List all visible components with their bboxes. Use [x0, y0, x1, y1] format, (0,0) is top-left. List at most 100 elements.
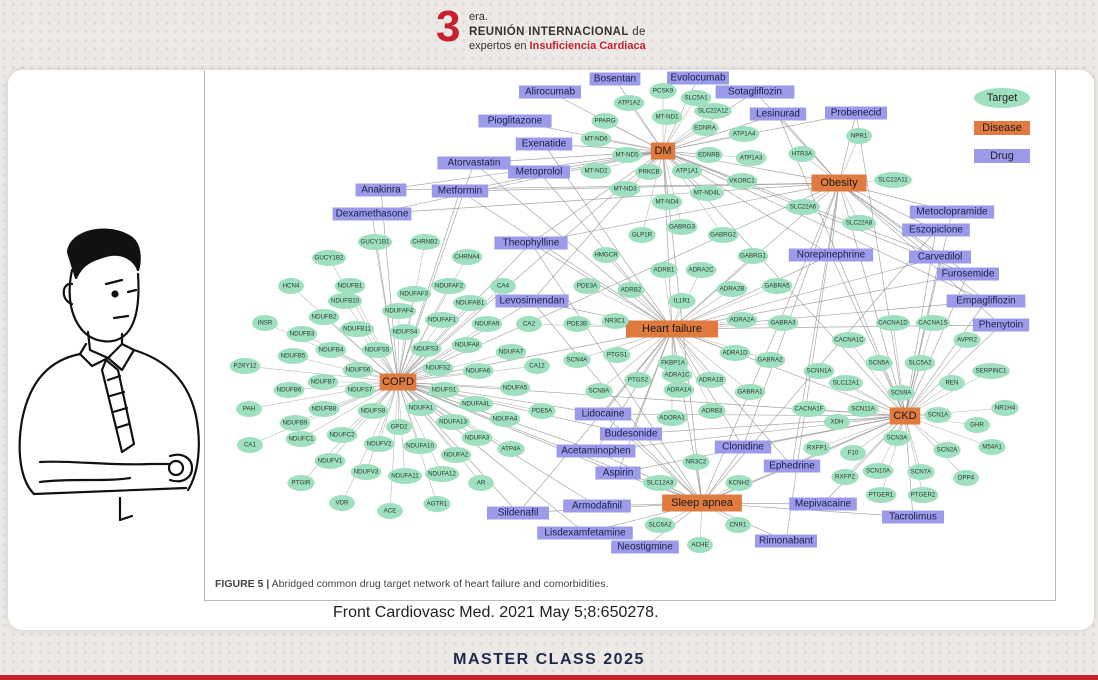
drug-node: Sotagliflozin — [715, 85, 795, 99]
drug-node-shape — [519, 85, 581, 99]
target-node: SLC12A1 — [828, 375, 864, 391]
target-node-label: NDUFB9 — [283, 420, 308, 427]
target-node-shape — [311, 250, 347, 266]
target-node: SLC22A12 — [694, 103, 732, 119]
legend-drug-swatch — [974, 149, 1030, 163]
drug-node-shape — [355, 183, 407, 197]
target-node: HTR3A — [788, 146, 816, 162]
target-node-shape — [490, 278, 516, 294]
drug-node: Clonidine — [714, 440, 772, 454]
target-node-shape — [592, 247, 620, 263]
target-node: NDUFB5 — [277, 348, 309, 364]
target-node-label: NDUFAF2 — [435, 283, 464, 290]
target-node-label: MT-ND4 — [655, 199, 679, 206]
target-node: SCN4A — [563, 352, 591, 368]
target-node: VKORC1 — [726, 173, 758, 189]
footer-accent-bar — [0, 675, 1098, 680]
target-node: NDUFC2 — [326, 427, 358, 443]
target-node: M54A1 — [978, 439, 1006, 455]
target-node-shape — [656, 410, 688, 426]
target-node-label: VDR — [335, 500, 349, 507]
drug-node-shape — [332, 207, 412, 221]
target-node-label: NDUFS1 — [432, 387, 457, 394]
target-node-label: NDUFB8 — [312, 406, 337, 413]
target-node: NDUFA6 — [462, 363, 494, 379]
network-edge — [473, 162, 673, 330]
target-node-label: ADRA1C — [664, 372, 690, 379]
target-node-label: SCN1A — [928, 412, 950, 419]
target-node-label: PCSK9 — [653, 88, 674, 95]
target-node-label: PAH — [243, 406, 255, 413]
target-node-label: DPP4 — [958, 475, 975, 482]
drug-node-label: Alirocumab — [525, 87, 575, 98]
target-node-shape — [440, 447, 472, 463]
target-node-shape — [719, 345, 751, 361]
target-node: GPD2 — [386, 419, 412, 435]
target-node-label: NDUFB11 — [343, 326, 371, 333]
target-node-label: NDUFS4 — [393, 329, 418, 336]
target-node-label: GABRG2 — [710, 232, 736, 239]
target-node: NDUFB1 — [334, 278, 366, 294]
target-node: SLC22A11 — [874, 172, 912, 188]
target-node-label: ATP1A1 — [676, 168, 699, 175]
drug-node-shape — [431, 184, 489, 198]
target-node-label: CHRNB2 — [412, 239, 438, 246]
network-edge — [904, 324, 1002, 417]
target-node-shape — [386, 419, 412, 435]
target-node: CA2 — [516, 316, 542, 332]
target-node: NR3C2 — [682, 454, 710, 470]
target-node-label: SLC12A3 — [647, 480, 674, 487]
drug-node: Phenytoin — [972, 318, 1030, 332]
target-node-label: ATP1A3 — [740, 155, 763, 162]
target-node-shape — [237, 437, 263, 453]
target-node-shape — [611, 147, 643, 163]
target-node-label: CACNA1D — [878, 320, 908, 327]
drug-node: Norepinephrine — [788, 248, 874, 262]
target-node-label: NDUFB2 — [312, 314, 337, 321]
network-edge — [614, 78, 664, 152]
target-node: PPARG — [591, 113, 619, 129]
target-node: NDUFB4 — [315, 342, 347, 358]
target-node-shape — [685, 262, 717, 278]
target-node-label: ATP4A — [501, 446, 521, 453]
target-node: NDUFA4 — [489, 411, 521, 427]
target-node-shape — [841, 215, 877, 231]
disease-node-shape — [889, 407, 921, 425]
target-node: NDUFB6 — [273, 382, 305, 398]
target-node: GLP1R — [628, 227, 656, 243]
target-node-shape — [707, 227, 739, 243]
target-node-label: SCNN1A — [806, 368, 832, 375]
network-edge — [323, 316, 399, 383]
target-node-shape — [788, 146, 816, 162]
drug-node-shape — [574, 407, 632, 421]
footer-title: MASTER CLASS 2025 — [453, 651, 645, 668]
drug-node-shape — [825, 106, 887, 120]
target-node-shape — [613, 95, 645, 111]
network-edge — [662, 150, 987, 302]
target-node-label: NDUFAF3 — [400, 291, 429, 298]
target-node-shape — [528, 403, 556, 419]
target-node-shape — [524, 358, 550, 374]
target-node-label: GLP1R — [632, 232, 653, 239]
figure-caption-text: Abridged common drug target network of h… — [271, 578, 609, 590]
network-edge — [397, 381, 516, 389]
figure-caption: FIGURE 5 | Abridged common drug target n… — [215, 578, 608, 590]
drug-node: Tacrolimus — [882, 510, 944, 524]
network-edge — [397, 381, 443, 475]
target-node-shape — [278, 278, 304, 294]
network-edge — [662, 97, 697, 152]
target-node-label: PDE3B — [567, 321, 587, 328]
target-node: SLC6A2 — [644, 517, 676, 533]
target-node: NDUFC1 — [285, 431, 317, 447]
network-edge — [244, 365, 399, 383]
target-node: PTGER2 — [907, 487, 939, 503]
target-node: INSR — [252, 315, 278, 331]
logo-line-1-de: de — [632, 26, 646, 38]
target-node-shape — [497, 441, 525, 457]
target-node-label: PTGS2 — [628, 377, 649, 384]
target-node-label: F10 — [848, 450, 859, 457]
legend-drug-label: Drug — [990, 150, 1014, 162]
network-edge — [397, 381, 478, 439]
network-edge — [662, 112, 857, 152]
target-node-label: NPR1 — [851, 133, 868, 140]
